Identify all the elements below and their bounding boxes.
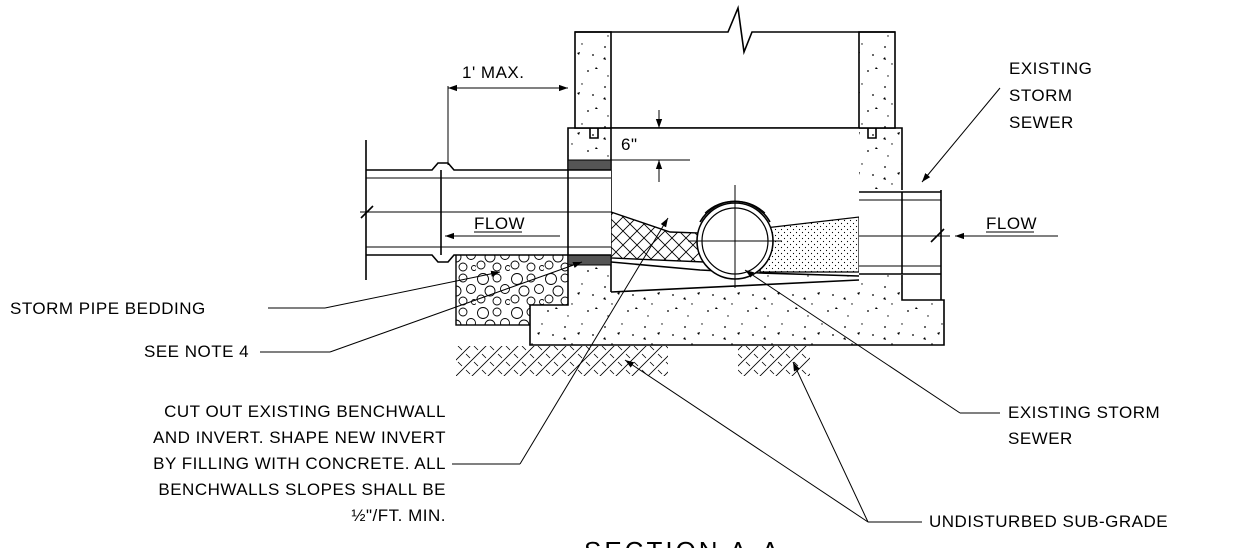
existing-bottom-line-1: EXISTING STORM <box>1008 403 1160 422</box>
undisturbed-callout: UNDISTURBED SUB-GRADE <box>624 359 1168 531</box>
riser-wall-left <box>574 31 612 129</box>
cut-out-note: CUT OUT EXISTING BENCHWALL AND INVERT. S… <box>153 217 669 525</box>
existing-top-line-3: SEWER <box>1009 113 1074 132</box>
dim-6in-label: 6" <box>621 135 638 154</box>
cut-out-line-2: AND INVERT. SHAPE NEW INVERT <box>153 428 446 447</box>
dim-1ft-max: 1' MAX. <box>447 63 568 165</box>
flow-left-label: FLOW <box>474 214 525 233</box>
existing-storm-sewer-top-callout: EXISTING STORM SEWER <box>921 59 1092 183</box>
bedding-callout: STORM PIPE BEDDING <box>10 270 501 318</box>
new-storm-pipe <box>360 140 611 280</box>
cut-out-line-1: CUT OUT EXISTING BENCHWALL <box>164 402 446 421</box>
subgrade-soil <box>456 346 810 376</box>
section-title: SECTION A-A <box>584 536 782 548</box>
existing-top-line-2: STORM <box>1009 86 1073 105</box>
dim-1ft-max-label: 1' MAX. <box>462 63 525 82</box>
gasket-top <box>567 159 612 171</box>
flow-right: FLOW <box>955 214 1058 240</box>
bedding-label: STORM PIPE BEDDING <box>10 299 206 318</box>
see-note-label: SEE NOTE 4 <box>144 342 249 361</box>
dim-6in: 6" <box>611 110 690 182</box>
cut-out-line-3: BY FILLING WITH CONCRETE. ALL <box>153 454 446 473</box>
existing-bottom-line-2: SEWER <box>1008 429 1073 448</box>
cut-out-line-5: ½"/FT. MIN. <box>351 506 446 525</box>
existing-storm-sewer-pipe <box>859 190 950 300</box>
gasket-bottom <box>567 254 612 266</box>
cut-out-line-4: BENCHWALLS SLOPES SHALL BE <box>158 480 446 499</box>
existing-pipe-section <box>688 185 782 288</box>
flow-left: FLOW <box>445 214 560 240</box>
break-line <box>575 4 895 56</box>
existing-top-line-1: EXISTING <box>1009 59 1092 78</box>
existing-storm-sewer-bottom-callout: EXISTING STORM SEWER <box>744 269 1160 448</box>
riser-wall-right <box>858 31 896 129</box>
see-note-callout: SEE NOTE 4 <box>144 261 583 361</box>
undisturbed-label: UNDISTURBED SUB-GRADE <box>929 512 1168 531</box>
flow-right-label: FLOW <box>986 214 1037 233</box>
